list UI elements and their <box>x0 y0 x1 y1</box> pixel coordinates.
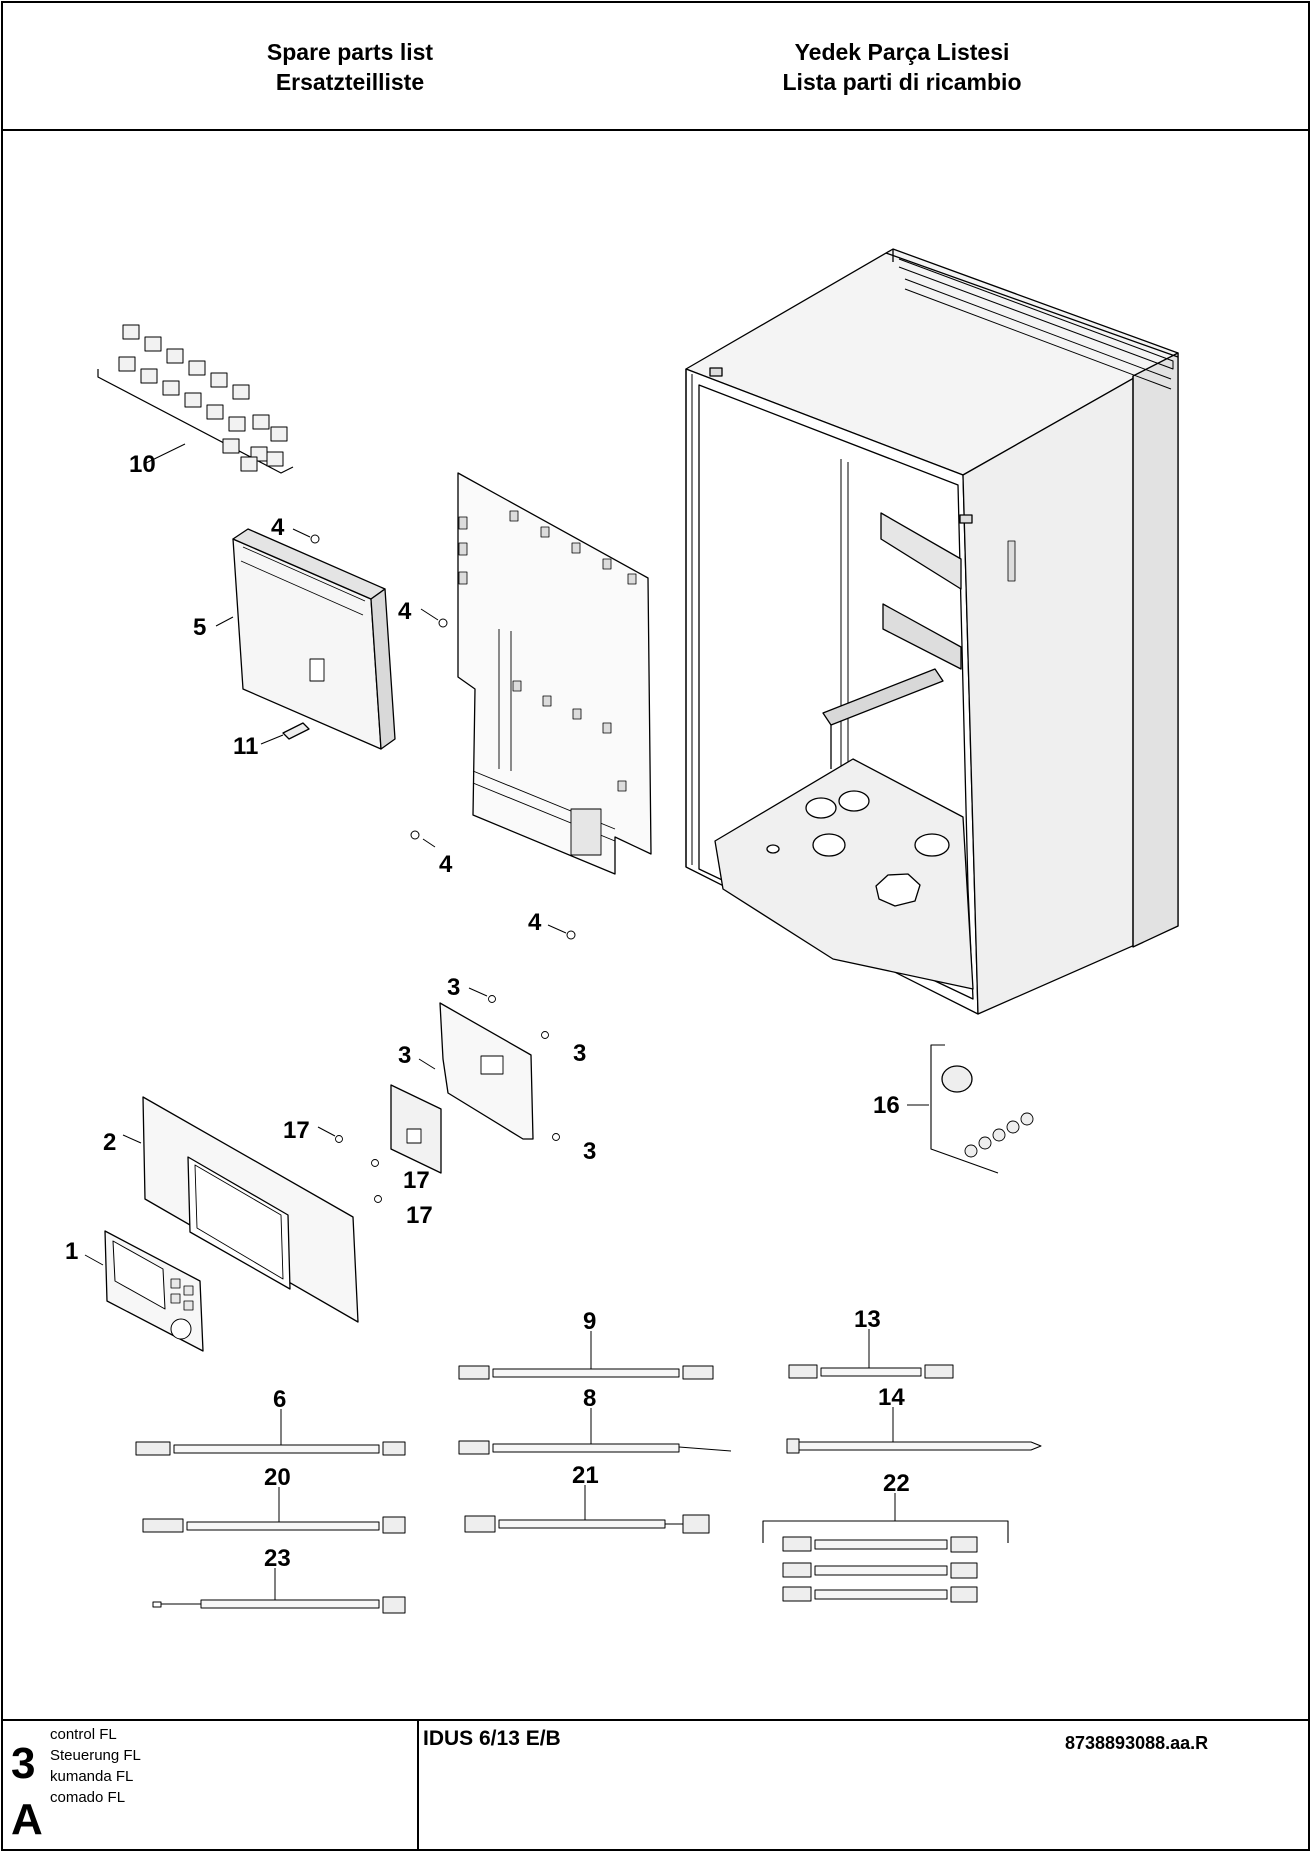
title-english: Spare parts list <box>266 39 434 65</box>
interface-module-drawing <box>317 1084 442 1203</box>
callout-5: 5 <box>193 614 206 641</box>
description-german: Steuerung FL <box>50 1747 141 1764</box>
callout-14: 14 <box>878 1384 905 1411</box>
title-german: Ersatzteilliste <box>275 69 425 95</box>
title-turkish: Yedek Parça Listesi <box>794 39 1010 65</box>
document-number: 8738893088.aa.R <box>1065 1733 1209 1753</box>
model-name: IDUS 6/13 E/B <box>423 1727 561 1750</box>
callout-16: 16 <box>873 1092 900 1119</box>
front-panel-drawing <box>122 1096 359 1323</box>
section-description: control FL Steuerung FL kumanda FL comad… <box>50 1724 141 1808</box>
section-number: 3 <box>11 1739 36 1788</box>
callout-4c: 4 <box>439 851 453 878</box>
title-italian: Lista parti di ricambio <box>782 69 1022 95</box>
callout-4a: 4 <box>271 514 285 541</box>
callout-10: 10 <box>129 451 156 478</box>
control-module-drawing <box>215 528 396 750</box>
callout-9: 9 <box>583 1308 596 1335</box>
callout-20: 20 <box>264 1464 291 1491</box>
callout-1: 1 <box>65 1238 78 1265</box>
callout-17b: 17 <box>403 1167 430 1194</box>
description-italian: comado FL <box>50 1789 126 1806</box>
section-block: 3 A control FL Steuerung FL kumanda FL c… <box>3 1721 419 1851</box>
callout-21: 21 <box>572 1462 599 1489</box>
housing-cabinet-drawing <box>685 248 1179 1015</box>
control-unit-drawing <box>84 1230 204 1352</box>
callout-3b: 3 <box>398 1042 411 1069</box>
fuse-drawing <box>260 722 310 745</box>
callout-2: 2 <box>103 1129 116 1156</box>
sheet-footer: 3 A control FL Steuerung FL kumanda FL c… <box>3 1719 1308 1851</box>
callout-22: 22 <box>883 1470 910 1497</box>
callout-3d: 3 <box>583 1138 596 1165</box>
terminal-connectors-drawing <box>97 324 294 474</box>
exploded-view-drawing: 10 4 4 5 11 4 4 3 3 3 3 17 17 17 2 1 16 … <box>3 129 1308 1753</box>
callout-11: 11 <box>233 733 258 760</box>
callout-3c: 3 <box>573 1040 586 1067</box>
cables-drawing <box>135 1329 1042 1614</box>
section-letter: A <box>11 1795 43 1844</box>
callout-6: 6 <box>273 1386 286 1413</box>
callout-17c: 17 <box>406 1202 433 1229</box>
callout-8: 8 <box>583 1385 596 1412</box>
callout-3a: 3 <box>447 974 460 1001</box>
callout-4b: 4 <box>398 598 412 625</box>
description-english: control FL <box>50 1726 117 1743</box>
bracket-drawing <box>418 987 560 1141</box>
header-title-left: Spare parts list Ersatzteilliste <box>100 37 600 97</box>
callout-13: 13 <box>854 1306 881 1333</box>
callout-17a: 17 <box>283 1117 310 1144</box>
sheet-header: Spare parts list Ersatzteilliste Yedek P… <box>3 3 1308 131</box>
mounting-plate-drawing <box>457 472 652 875</box>
screws-4-drawing <box>292 528 576 940</box>
description-turkish: kumanda FL <box>50 1768 134 1785</box>
cable-glands-drawing <box>907 1044 1034 1174</box>
callout-23: 23 <box>264 1545 291 1572</box>
header-title-right: Yedek Parça Listesi Lista parti di ricam… <box>652 37 1152 97</box>
callout-4d: 4 <box>528 909 542 936</box>
